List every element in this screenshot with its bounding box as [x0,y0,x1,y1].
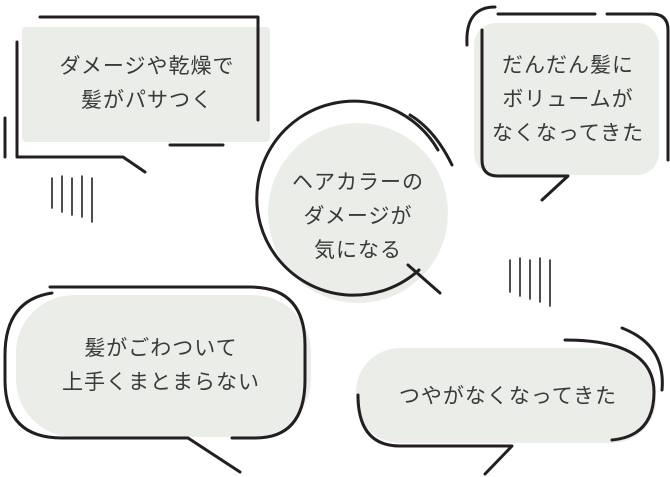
bubble-hair-color-text: ヘアカラーの ダメージが 気になる [292,170,424,262]
bubble-damage-dry-text: ダメージや乾燥で 髪がパサつく [59,54,235,112]
bubble-hair-color-fill [268,123,448,303]
bubble-stiff-hair-outline [3,285,307,474]
bubble-thin-volume-fill [474,23,659,175]
hatch-marks [51,175,551,307]
bubble-hair-color-outline [255,99,454,297]
bubble-damage-dry-outline [3,15,260,174]
bubble-damage-dry-fill [22,27,270,142]
bubble-stiff-hair-fill [16,295,311,437]
bubble-no-gloss-fill [356,348,656,443]
bubble-stiff-hair-text: 髪がごわついて 上手くまとまらない [62,336,260,394]
bubble-no-gloss-outline [356,326,664,476]
bubble-thin-volume-text: だんだん髪に ボリュームが なくなってきた [491,53,645,145]
bubble-no-gloss-text: つやがなくなってきた [398,384,618,408]
bubble-thin-volume-outline [465,5,670,202]
